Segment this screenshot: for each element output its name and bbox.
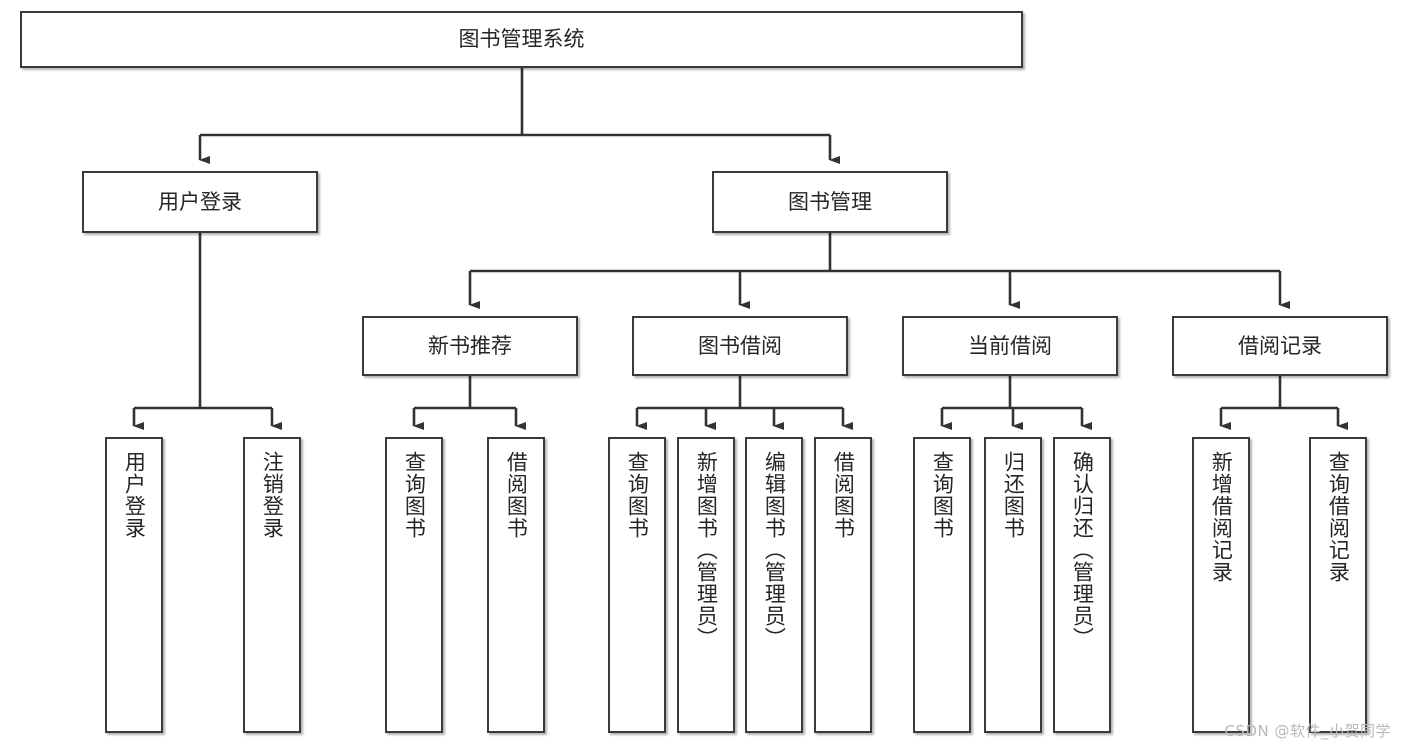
node-user_login[interactable]: 用户登录 [82,171,318,233]
node-label: 用户登录 [122,451,147,539]
node-new_book_rec[interactable]: 新书推荐 [362,316,578,376]
node-label: 查询图书 [930,451,955,539]
node-leaf_edit_book[interactable]: 编辑图书（管理员） [745,437,803,733]
node-label: 图书借阅 [698,333,782,358]
node-leaf_borrow_book_rec[interactable]: 借阅图书 [487,437,545,733]
node-leaf_query_record[interactable]: 查询借阅记录 [1309,437,1367,733]
node-label: 确认归还（管理员） [1070,451,1095,649]
node-leaf_return_book[interactable]: 归还图书 [984,437,1042,733]
node-leaf_add_book[interactable]: 新增图书（管理员） [677,437,735,733]
node-leaf_query_book_b[interactable]: 查询图书 [608,437,666,733]
node-current_borrow[interactable]: 当前借阅 [902,316,1118,376]
node-label: 用户登录 [158,189,242,214]
node-leaf_confirm_return[interactable]: 确认归还（管理员） [1053,437,1111,733]
node-label: 注销登录 [260,451,285,539]
node-leaf_add_record[interactable]: 新增借阅记录 [1192,437,1250,733]
node-book_manage[interactable]: 图书管理 [712,171,948,233]
node-label: 新增借阅记录 [1209,451,1234,583]
node-label: 归还图书 [1001,451,1026,539]
node-label: 借阅图书 [504,451,529,539]
node-borrow_record[interactable]: 借阅记录 [1172,316,1388,376]
node-root[interactable]: 图书管理系统 [20,11,1023,68]
node-label: 查询图书 [402,451,427,539]
node-label: 借阅图书 [831,451,856,539]
node-label: 图书管理系统 [458,27,585,52]
node-leaf_query_book_rec[interactable]: 查询图书 [385,437,443,733]
node-leaf_logout[interactable]: 注销登录 [243,437,301,733]
node-label: 借阅记录 [1238,333,1322,358]
node-label: 查询图书 [625,451,650,539]
node-label: 当前借阅 [968,333,1052,358]
watermark-label: CSDN @软件_小贺同学 [1224,722,1391,740]
node-label: 编辑图书（管理员） [762,451,787,649]
node-label: 新增图书（管理员） [694,451,719,649]
node-label: 图书管理 [788,189,872,214]
node-leaf_borrow_book_b[interactable]: 借阅图书 [814,437,872,733]
node-leaf_user_login[interactable]: 用户登录 [105,437,163,733]
node-label: 查询借阅记录 [1326,451,1351,583]
node-leaf_query_book_c[interactable]: 查询图书 [913,437,971,733]
node-book_borrow[interactable]: 图书借阅 [632,316,848,376]
node-label: 新书推荐 [428,333,512,358]
